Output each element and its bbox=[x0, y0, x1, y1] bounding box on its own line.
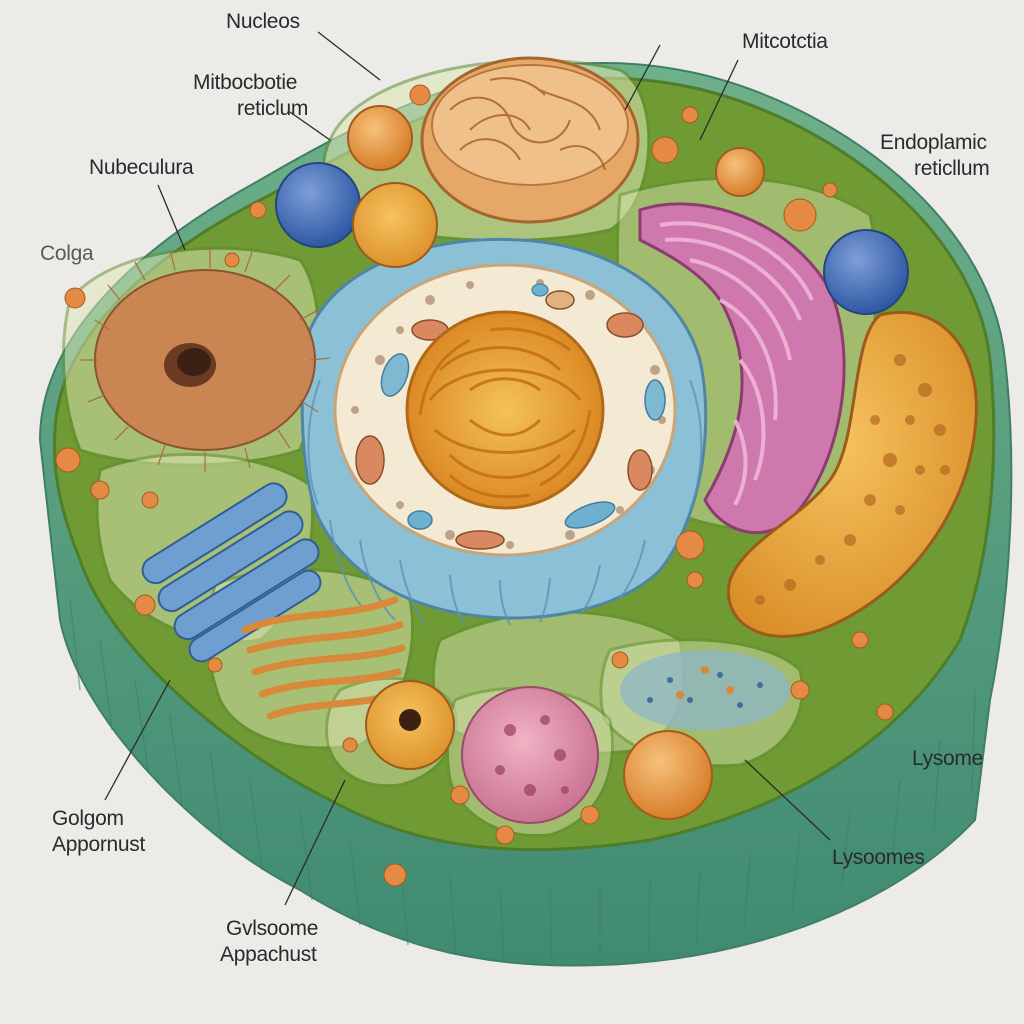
label-er-line2: reticllum bbox=[914, 157, 990, 180]
orange-vesicle-right bbox=[715, 147, 765, 197]
endoplasmic-reticulum bbox=[638, 202, 846, 535]
label-golgi-left: Colga bbox=[40, 242, 94, 265]
cytoskeleton-patch bbox=[620, 650, 790, 730]
lysosome-orange bbox=[623, 730, 713, 820]
blue-vesicle-left bbox=[275, 162, 361, 248]
lysosome-pink bbox=[461, 686, 599, 824]
nucleus bbox=[300, 237, 708, 626]
fibrous-organelle-left bbox=[80, 247, 331, 472]
blue-vesicle-right bbox=[823, 229, 909, 315]
label-nucleolus: Nubeculura bbox=[89, 156, 194, 179]
label-mitochondria-top: Mitcotctia bbox=[742, 30, 828, 53]
label-golgi-apparatus: Golgom Appornust bbox=[52, 806, 145, 858]
label-mitochondria-left: Mitbocbotie reticlum bbox=[193, 70, 308, 122]
label-lysosomes: Lysoomes bbox=[832, 846, 925, 869]
cell-wall-ridges bbox=[69, 599, 976, 966]
vesicle-pore bbox=[399, 709, 421, 731]
small-vesicles bbox=[55, 84, 894, 887]
label-glysosome-apparatus: Gvlsoome Appachust bbox=[220, 916, 318, 968]
fibrous-organelle-top bbox=[420, 56, 640, 224]
leader-lines bbox=[104, 31, 831, 906]
golgi-apparatus-orange bbox=[241, 596, 406, 720]
label-glysosome-line1: Gvlsoome bbox=[226, 917, 319, 940]
label-er-line1: Endoplamic bbox=[880, 131, 987, 154]
label-golgi-line1: Golgom bbox=[52, 807, 124, 830]
label-endoplasmic-reticulum: Endoplamic reticllum bbox=[880, 130, 990, 182]
orange-vesicle-top bbox=[347, 105, 413, 171]
label-mitochondria-left-line1: Mitbocbotie bbox=[193, 71, 298, 94]
label-golgi-line2: Appornust bbox=[52, 833, 146, 856]
label-lysosome: Lysome bbox=[912, 747, 983, 770]
label-nucleus: Nucleos bbox=[226, 10, 300, 33]
golgi-apparatus-blue bbox=[141, 482, 322, 663]
mitochondrion-right bbox=[727, 310, 978, 638]
label-mitochondria-left-line2: reticlum bbox=[237, 97, 309, 120]
golden-vesicle bbox=[352, 182, 438, 268]
label-glysosome-line2: Appachust bbox=[220, 943, 317, 966]
